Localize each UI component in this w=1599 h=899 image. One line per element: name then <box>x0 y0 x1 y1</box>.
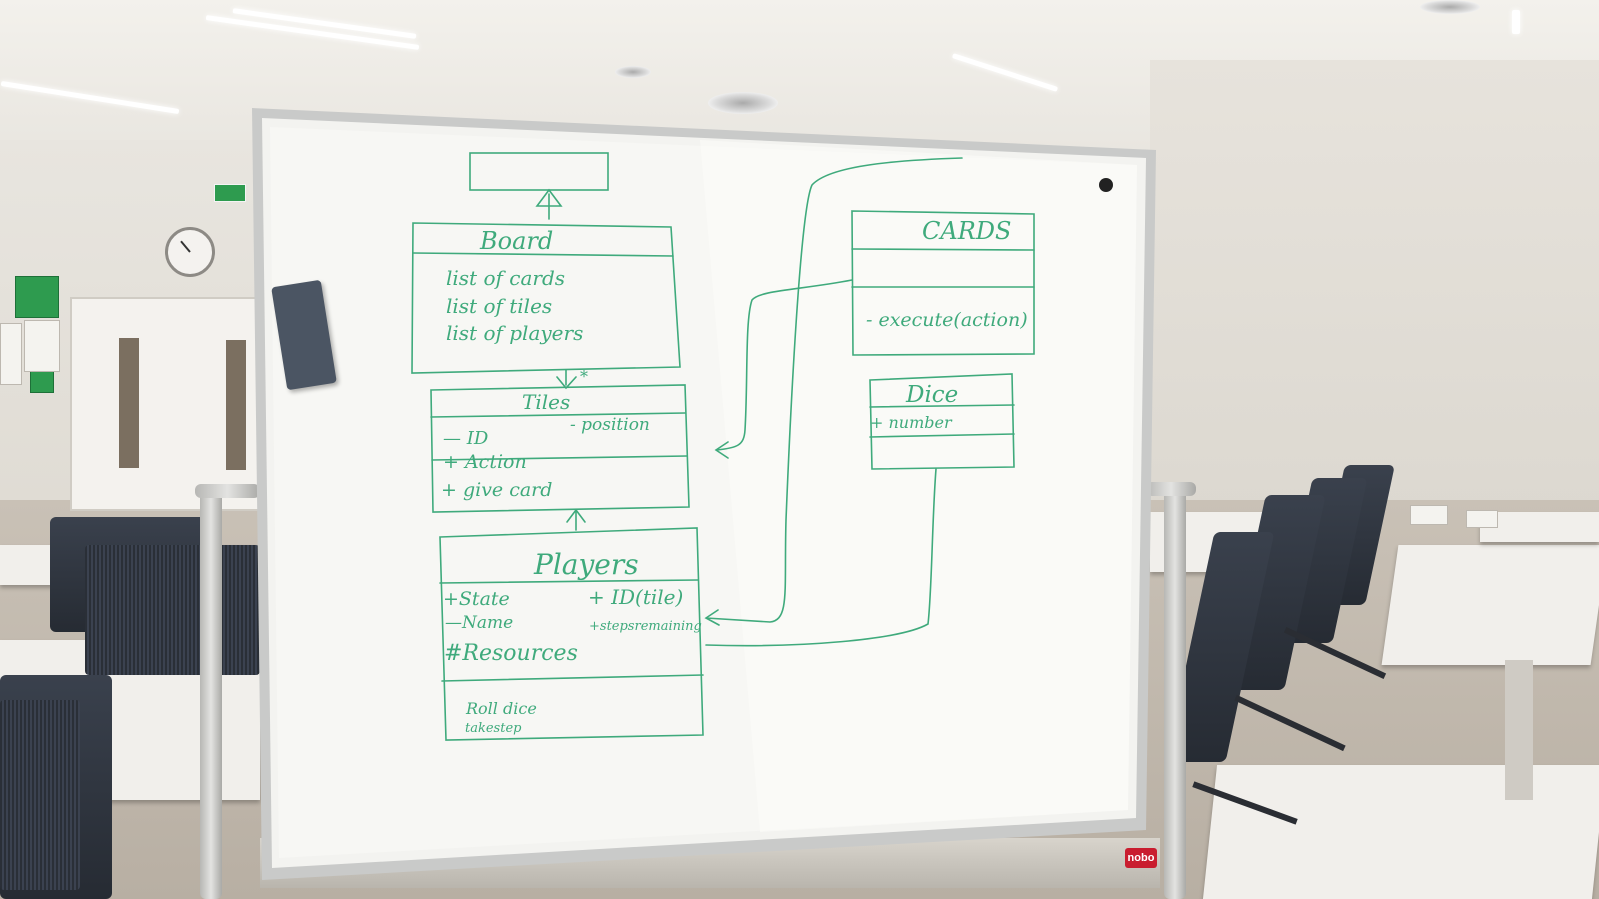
uml-board-attribute: list of players <box>446 321 583 345</box>
uml-tiles-box <box>430 384 690 513</box>
ceiling-vent <box>615 66 651 78</box>
board-stand-pole <box>200 485 222 899</box>
uml-dice-title: Dice <box>905 382 958 408</box>
ceiling-vent <box>708 92 778 114</box>
uml-players-box <box>439 527 704 741</box>
door-window <box>119 338 139 468</box>
notice-board <box>24 320 60 372</box>
uml-board-attribute: list of tiles <box>446 294 552 318</box>
uml-tiles-title: Tiles <box>522 390 570 414</box>
uml-players-attribute: +stepsremaining <box>589 619 702 634</box>
board-stand-pole <box>1164 483 1186 899</box>
magnet <box>1099 178 1113 192</box>
uml-tiles-attribute: - position <box>570 415 650 435</box>
uml-multiplicity: * <box>580 367 588 386</box>
desk <box>1480 512 1599 542</box>
cards-to-players-connector <box>704 157 963 626</box>
wall-clock <box>165 227 215 277</box>
notice-board <box>0 323 22 385</box>
inheritance-arrow <box>566 508 586 531</box>
uml-parent-class-box <box>469 152 609 191</box>
uml-players-attribute: #Resources <box>444 641 578 666</box>
uml-players-method: takestep <box>465 721 522 736</box>
ceiling-vent <box>1420 0 1480 14</box>
uml-cards-box <box>851 210 1035 356</box>
uml-tiles-method: + give card <box>441 479 552 501</box>
exit-sign <box>214 184 246 202</box>
uml-tiles-attribute: + Action <box>443 451 527 473</box>
composition-arrow <box>556 369 577 390</box>
uml-players-attribute: + ID(tile) <box>588 585 683 609</box>
office-chair <box>85 545 260 675</box>
office-chair <box>0 700 80 890</box>
uml-cards-title: CARDS <box>922 217 1011 245</box>
ceiling-light <box>1512 10 1520 34</box>
safety-sign <box>15 276 59 318</box>
uml-players-title: Players <box>533 548 639 581</box>
uml-board-attribute: list of cards <box>446 266 565 290</box>
uml-board-box <box>411 222 681 374</box>
uml-cards-method: - execute(action) <box>866 309 1028 331</box>
inheritance-arrow <box>535 188 563 220</box>
door-window <box>226 340 246 470</box>
uml-players-method: Roll dice <box>465 699 537 718</box>
wall-right <box>1150 60 1599 520</box>
board-stand-arm <box>195 484 260 498</box>
uml-board-title: Board <box>479 227 553 255</box>
uml-players-attribute: +State <box>443 588 510 610</box>
uml-dice-box <box>869 373 1015 470</box>
uml-players-attribute: —Name <box>445 613 513 633</box>
dice-to-players-connector <box>705 468 937 647</box>
uml-tiles-attribute: — ID <box>443 428 489 449</box>
wall-socket <box>1466 510 1498 528</box>
cards-to-tiles-connector <box>714 279 853 459</box>
uml-dice-attribute: + number <box>870 413 953 432</box>
wall-socket <box>1410 505 1448 525</box>
nobo-logo: nobo <box>1125 848 1157 868</box>
desk-leg <box>1505 660 1533 800</box>
board-stand-arm <box>1146 482 1196 496</box>
